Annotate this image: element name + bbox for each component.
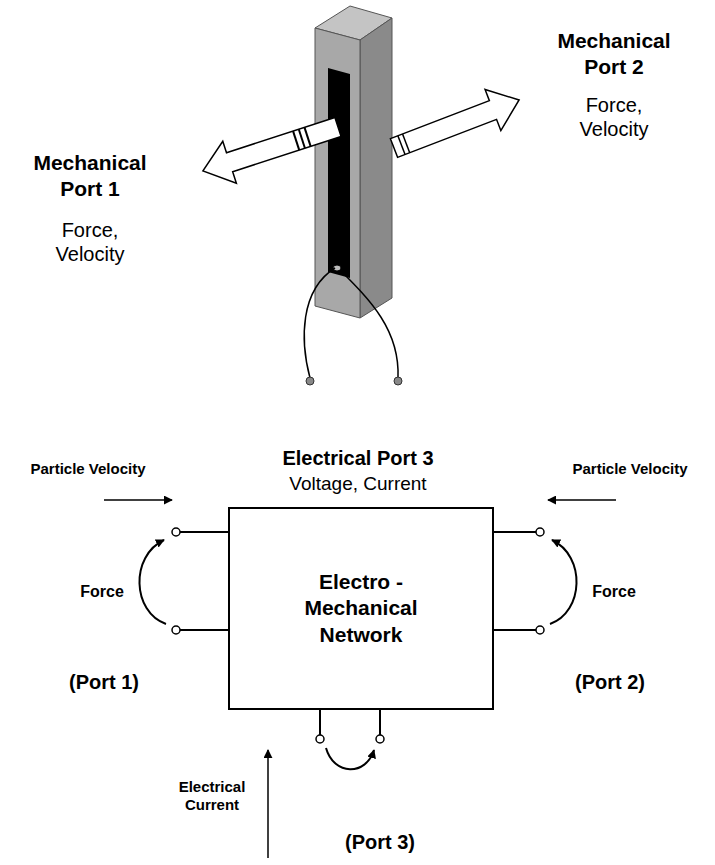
port-quantities: Force, Velocity — [40, 218, 140, 267]
network-box: Electro - Mechanical Network — [228, 507, 494, 710]
port-arrow — [386, 79, 527, 168]
box-title: Electro - Mechanical Network — [291, 569, 431, 648]
port-heading: Electrical Port 3 — [228, 446, 488, 470]
port-heading: Mechanical Port 1 — [23, 150, 158, 201]
velocity-label: Particle Velocity — [550, 460, 710, 478]
velocity-label: Particle Velocity — [8, 460, 168, 478]
electrode-wires — [304, 268, 398, 378]
port-heading: Mechanical Port 2 — [547, 28, 682, 79]
terminal — [306, 377, 314, 385]
current-label: Electrical Current — [164, 778, 260, 815]
port-quantities: Voltage, Current — [228, 472, 488, 495]
port-number: (Port 2) — [555, 670, 665, 694]
port-number: (Port 1) — [49, 670, 159, 694]
transducer-plate — [315, 6, 392, 318]
port-quantities: Force, Velocity — [564, 93, 664, 142]
terminal — [394, 377, 402, 385]
force-label: Force — [579, 582, 649, 602]
port-number: (Port 3) — [325, 830, 435, 854]
port-arrow — [196, 106, 345, 192]
flow-arrows — [104, 500, 616, 858]
force-label: Force — [67, 582, 137, 602]
